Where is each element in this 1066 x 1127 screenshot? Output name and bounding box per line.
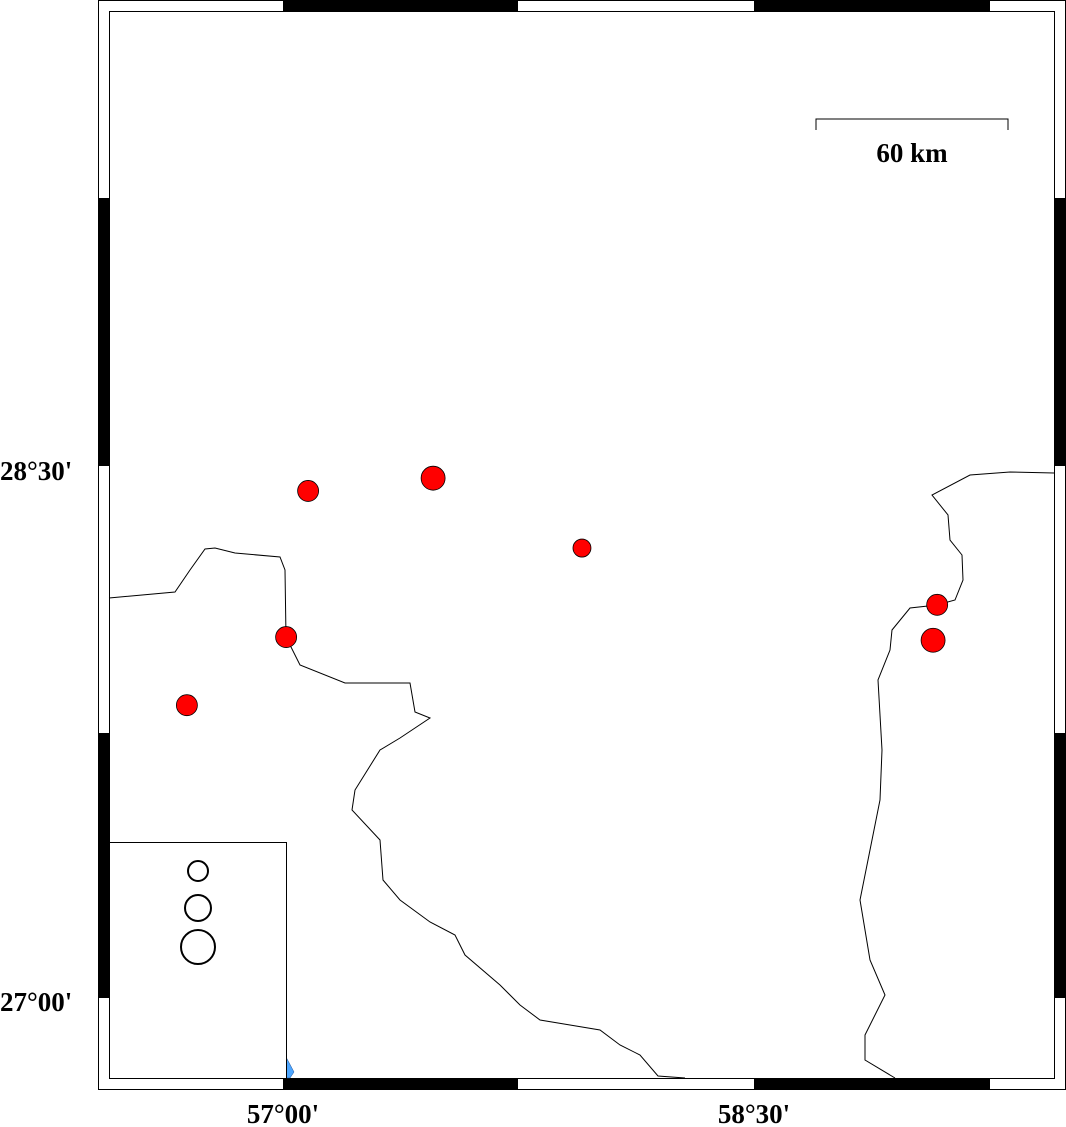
- scale-bar-label: 60 km: [876, 138, 948, 168]
- coastline-west: [108, 547, 686, 1079]
- legend-circle-size-2: [184, 894, 212, 922]
- coastlines: [108, 471, 1055, 1079]
- legend: [109, 842, 287, 1079]
- coastline-east: [859, 471, 1055, 1079]
- lon-label-57-00: 57°00': [247, 1099, 319, 1127]
- event-marker-7[interactable]: [175, 694, 198, 717]
- legend-circle-size-3: [180, 929, 216, 965]
- event-marker-6[interactable]: [275, 626, 298, 648]
- event-marker-2[interactable]: [420, 465, 446, 491]
- event-marker-4[interactable]: [926, 593, 949, 616]
- lat-label-28-30: 28°30': [0, 456, 72, 486]
- lon-label-58-30: 58°30': [718, 1099, 790, 1127]
- lat-label-27-00: 27°00': [0, 987, 72, 1017]
- events-layer: [175, 465, 949, 717]
- event-marker-5[interactable]: [920, 627, 946, 653]
- legend-circle-size-1: [187, 860, 209, 882]
- scale-bar: 60 km: [815, 118, 1009, 168]
- event-marker-3[interactable]: [572, 538, 592, 558]
- event-marker-1[interactable]: [297, 480, 320, 502]
